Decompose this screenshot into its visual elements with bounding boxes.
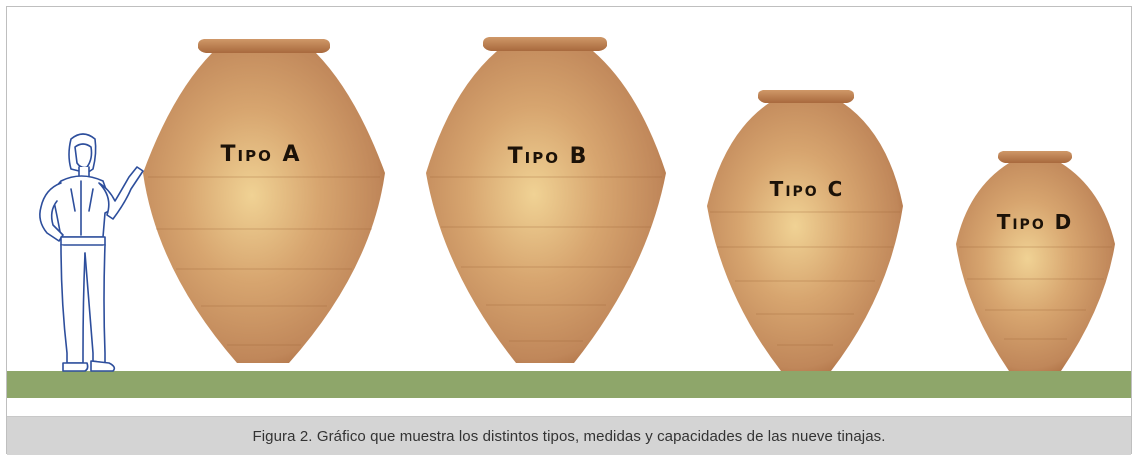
jar-tipo-c: Tipo C bbox=[707, 90, 903, 371]
jar-tipo-a: Tipo A bbox=[143, 39, 385, 363]
tinajas-illustration: Tipo A Tipo B bbox=[7, 37, 1131, 398]
jar-tipo-c-rim bbox=[758, 90, 854, 103]
jar-tipo-c-body bbox=[707, 103, 903, 371]
jar-tipo-b: Tipo B bbox=[426, 37, 666, 363]
jar-tipo-d: Tipo D bbox=[956, 151, 1115, 371]
jar-tipo-d-label: Tipo D bbox=[997, 210, 1074, 234]
jar-tipo-c-label: Tipo C bbox=[770, 177, 845, 201]
jar-tipo-a-label: Tipo A bbox=[220, 142, 301, 167]
jar-tipo-b-label: Tipo B bbox=[508, 144, 589, 169]
figure-caption: Figura 2. Gráfico que muestra los distin… bbox=[252, 427, 886, 445]
jar-tipo-b-rim bbox=[483, 37, 607, 51]
ground-strip bbox=[7, 371, 1131, 398]
human-scale-figure bbox=[39, 133, 144, 372]
jar-tipo-a-body bbox=[143, 53, 385, 363]
caption-bar: Figura 2. Gráfico que muestra los distin… bbox=[7, 416, 1131, 455]
jar-tipo-d-body bbox=[956, 163, 1115, 371]
jar-tipo-d-rim bbox=[998, 151, 1072, 163]
jar-tipo-b-body bbox=[426, 51, 666, 363]
figure-frame: Tipo A Tipo B bbox=[6, 6, 1132, 455]
jar-tipo-a-rim bbox=[198, 39, 330, 53]
